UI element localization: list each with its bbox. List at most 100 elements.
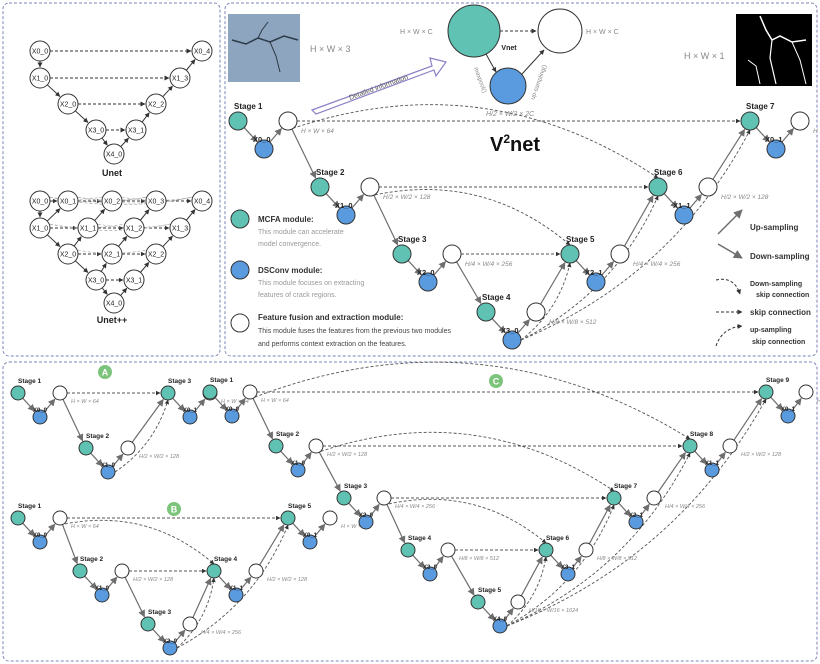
vnet-left-dim: H × W × C bbox=[400, 29, 433, 36]
v2net-arrow bbox=[373, 194, 399, 246]
variant-c-dim-label: H × W × 64 bbox=[817, 398, 820, 404]
variant-c-arrow bbox=[550, 554, 564, 569]
variant-c-arrow bbox=[318, 451, 341, 492]
unet-node-x3-1 bbox=[125, 119, 147, 141]
variant-b-dim-label: H/2 × W/2 × 128 bbox=[267, 577, 308, 583]
unet-node-label: X0_0 bbox=[32, 49, 48, 56]
vnet-title: Vnet bbox=[501, 45, 517, 52]
legend-ffe-desc2: and performs context extraction on the f… bbox=[258, 341, 407, 348]
v2net-arrow bbox=[351, 194, 364, 209]
variant-b-dim-label: H × W × 64 bbox=[71, 524, 99, 530]
variant-c-ffe-node bbox=[578, 542, 594, 558]
unet-up-arrow bbox=[120, 137, 129, 147]
v2net-arrow bbox=[601, 261, 614, 276]
v2net-down-skip bbox=[287, 104, 659, 179]
v2net-dsconv-node bbox=[502, 330, 522, 350]
variant-c-arrow bbox=[301, 451, 312, 465]
output-dim: H × W × 1 bbox=[684, 51, 725, 61]
variant-c-arrow bbox=[520, 556, 543, 597]
legend: MCFA module: This module can accelerate … bbox=[230, 209, 811, 348]
unetpp-title: Unet++ bbox=[97, 315, 128, 325]
variant-c-arrow bbox=[214, 396, 228, 411]
detail-label: Detailed information bbox=[348, 74, 409, 102]
v2net-arrow bbox=[540, 262, 566, 305]
variant-c-down-skip bbox=[249, 361, 691, 440]
unet-node-label: X2_2 bbox=[148, 102, 164, 109]
variant-b-dsconv-node bbox=[302, 534, 318, 550]
variant-b-arrow bbox=[314, 523, 326, 538]
variant-a-node-label: X0_1 bbox=[183, 408, 198, 414]
unetpp-up-arrow bbox=[140, 262, 150, 273]
unetpp-node-label: X0_3 bbox=[148, 199, 164, 206]
unetpp-up-arrow bbox=[46, 208, 61, 222]
variant-b-stage-label: Stage 1 bbox=[18, 503, 42, 510]
variant-c-arrow bbox=[348, 502, 362, 517]
v2net-arrow bbox=[517, 319, 530, 334]
variant-a-dsconv-node bbox=[32, 409, 48, 425]
v2net-stage-label: Stage 1 bbox=[234, 102, 263, 111]
v2net-arrow bbox=[623, 195, 654, 247]
variant-b-arrow bbox=[292, 522, 306, 537]
variant-c-mcfa-node bbox=[202, 384, 218, 400]
v2net-stage-label: Stage 3 bbox=[398, 235, 427, 244]
label-a: A bbox=[98, 365, 112, 379]
variant-b-dsconv-node bbox=[94, 587, 110, 603]
legend-down-skip-2: skip connection bbox=[756, 292, 809, 299]
legend-mcfa-title: MCFA module: bbox=[258, 215, 314, 224]
variant-a-arrow bbox=[62, 399, 84, 442]
legend-mcfa-swatch bbox=[230, 209, 250, 229]
v2net-arrow bbox=[755, 127, 770, 143]
variant-a-dim-label: H/2 × W/2 × 128 bbox=[139, 454, 180, 460]
variant-a-mcfa-node bbox=[10, 385, 26, 401]
variant-b-arrow bbox=[152, 628, 166, 643]
variant-c-dsconv-node bbox=[422, 566, 438, 582]
unet-up-arrow bbox=[162, 85, 173, 97]
unet-node-label: X1_3 bbox=[172, 76, 188, 83]
unet-node-x1-0 bbox=[29, 67, 51, 89]
variant-c-up-skip bbox=[506, 452, 691, 627]
unetpp-up-arrow bbox=[94, 208, 106, 221]
v2net-mcfa-node bbox=[476, 302, 496, 322]
variant-c-stage-label: Stage 7 bbox=[614, 483, 638, 490]
variant-b-arrow bbox=[124, 577, 146, 618]
unetpp-node-x0-4 bbox=[191, 190, 213, 212]
legend-down-skip-arrow bbox=[715, 278, 741, 295]
unet-up-arrow bbox=[185, 59, 196, 71]
variant-b-arrow bbox=[192, 577, 212, 618]
variant-b-ffe-node bbox=[114, 563, 130, 579]
variant-c-arrow bbox=[369, 503, 380, 517]
v2net-mcfa-node bbox=[560, 244, 580, 264]
variant-c-arrow bbox=[618, 502, 632, 517]
vnet-inset: Vnet H × W × C H × W × C maxpool() up-sa… bbox=[400, 4, 619, 118]
v2net-up-skip bbox=[520, 262, 572, 341]
v2net-dim-label: H × W × 64 bbox=[301, 128, 334, 135]
variant-c-node-label: X1_0 bbox=[291, 461, 306, 467]
variant-b-ffe-node bbox=[182, 616, 198, 632]
variant-c-dsconv-node bbox=[560, 566, 576, 582]
unetpp-up-arrow bbox=[139, 209, 150, 221]
v2net-arrow bbox=[712, 128, 746, 180]
vnet-up-label: up-sampling() bbox=[530, 64, 548, 101]
variant-c-ffe-node bbox=[510, 594, 526, 610]
legend-dsconv-swatch bbox=[230, 260, 250, 280]
legend-down-label: Down-sampling bbox=[750, 252, 810, 261]
variant-c-stage-label: Stage 3 bbox=[344, 483, 368, 490]
variant-c-arrow bbox=[450, 555, 475, 596]
v2net-dsconv-node bbox=[336, 205, 356, 225]
unet-down-arrow bbox=[46, 84, 61, 97]
legend-up-label: Up-sampling bbox=[750, 223, 799, 232]
v2net-ffe-node bbox=[790, 111, 810, 131]
variant-a-dsconv-node bbox=[100, 464, 116, 480]
legend-dsconv-title: DSConv module: bbox=[258, 266, 322, 275]
v2net-dsconv-node bbox=[766, 139, 786, 159]
variant-b-dsconv-node bbox=[32, 534, 48, 550]
unetpp-up-arrow bbox=[185, 209, 196, 221]
v2net-dsconv-node bbox=[674, 205, 694, 225]
legend-down-arrow bbox=[717, 243, 743, 259]
v2net-node-label: X2_1 bbox=[585, 268, 603, 277]
unet-node-x1-3 bbox=[169, 67, 191, 89]
variant-a-arrow bbox=[112, 453, 124, 468]
variant-c-arrow bbox=[503, 607, 514, 621]
variant-c-dim-label: H/4 × W/4 × 256 bbox=[665, 504, 706, 510]
v2net-node-label: X1_0 bbox=[335, 201, 353, 210]
